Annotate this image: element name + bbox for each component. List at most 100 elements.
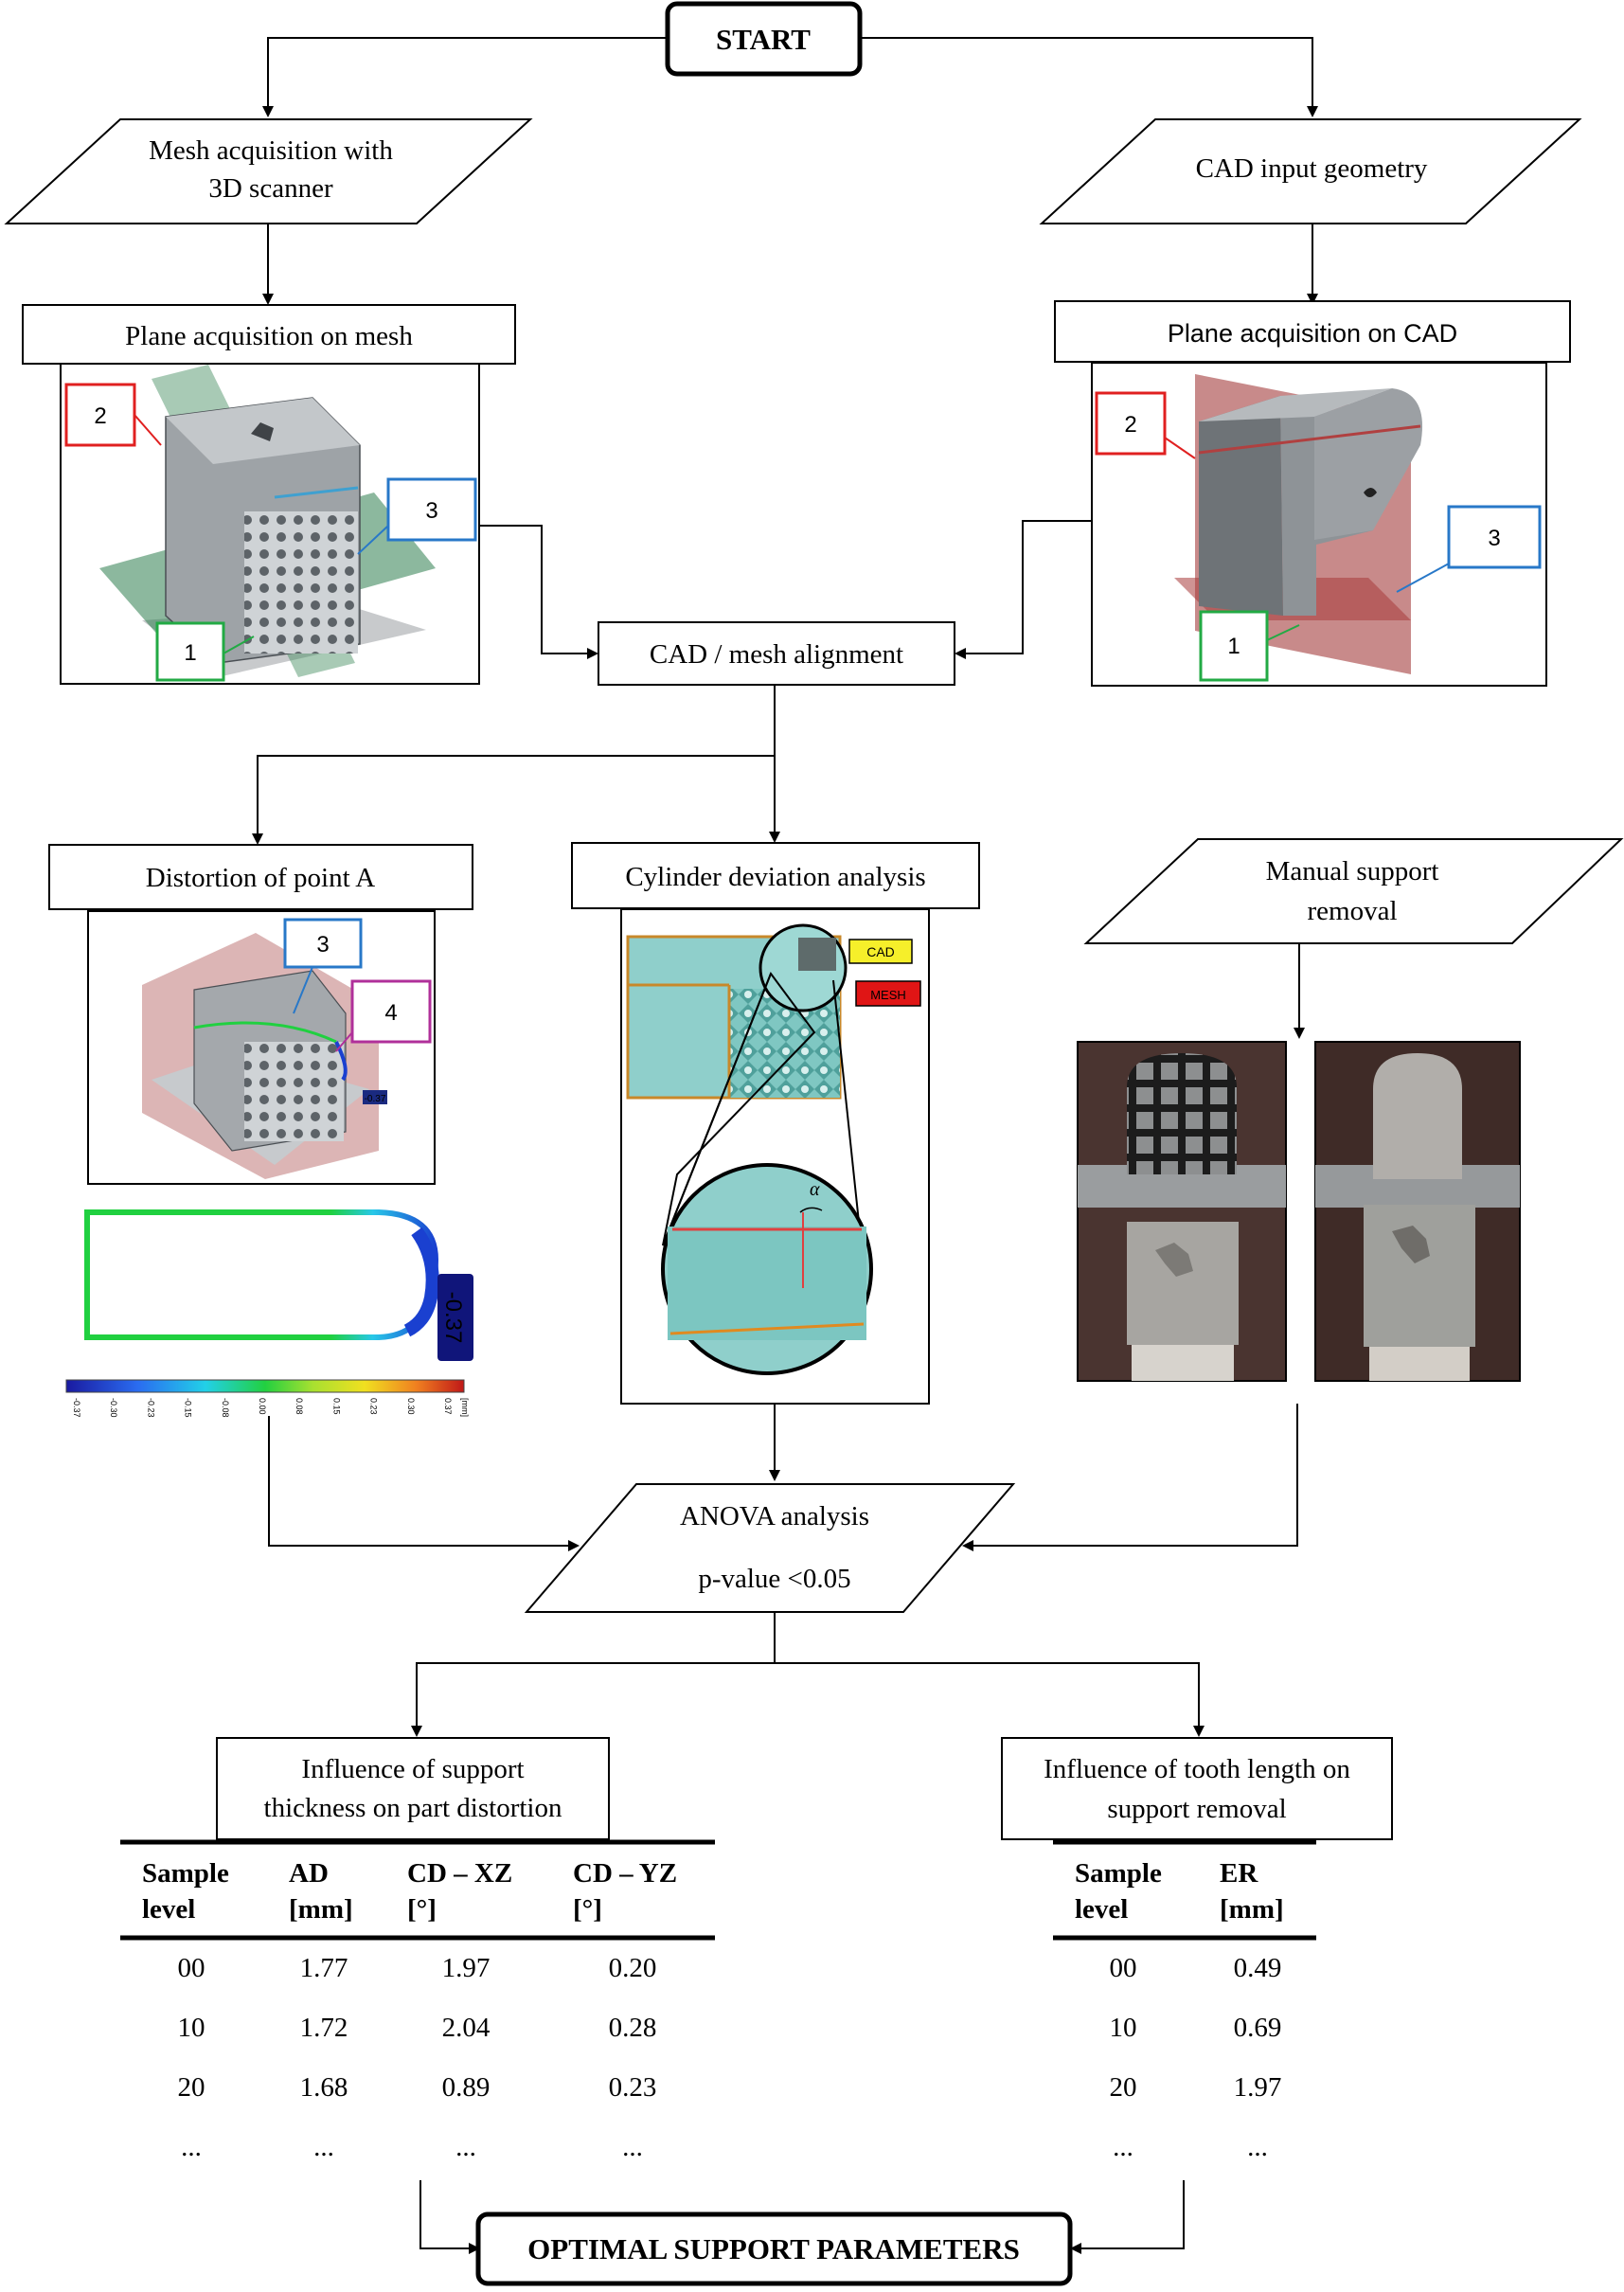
arrow-distortion-to-anova xyxy=(268,1416,580,1551)
anova-label-1: ANOVA analysis xyxy=(680,1501,869,1531)
table-cell: 0.49 xyxy=(1234,1953,1282,1983)
table-cell: ... xyxy=(1113,2132,1133,2162)
colorbar-tick-label: -0.37 xyxy=(72,1398,81,1418)
mesh-acquisition-input: Mesh acquisition with 3D scanner xyxy=(4,118,533,224)
table-header: level xyxy=(142,1894,195,1925)
table-cell: 2.04 xyxy=(442,2013,491,2043)
table-cell: 0.69 xyxy=(1234,2013,1282,2043)
table-cell: 0.28 xyxy=(609,2013,657,2043)
colorbar-tick-label: 0.00 xyxy=(258,1398,267,1415)
table-cell: 1.97 xyxy=(1234,2072,1282,2103)
mesh-plane-label-2: 2 xyxy=(94,403,106,429)
table-header: AD xyxy=(289,1858,329,1889)
distortion-step: Distortion of point A xyxy=(48,844,473,910)
distortion-plane-label-4: 4 xyxy=(384,1000,397,1026)
distortion-label: Distortion of point A xyxy=(146,863,376,893)
colorbar-tick-label: 0.37 xyxy=(443,1398,453,1415)
plane-acquisition-mesh-step: Plane acquisition on mesh xyxy=(22,304,516,365)
table-header: Sample xyxy=(1075,1858,1162,1889)
anova-label-2: p-value <0.05 xyxy=(698,1564,850,1594)
colorbar-tick-label: -0.30 xyxy=(109,1398,118,1418)
mesh-acquisition-label-2: 3D scanner xyxy=(208,173,333,204)
plane-mesh-label: Plane acquisition on mesh xyxy=(125,321,413,351)
manual-removal-input: Manual support removal xyxy=(1083,838,1624,944)
arrow-support-to-end xyxy=(419,2180,480,2254)
alignment-step: CAD / mesh alignment xyxy=(598,621,955,686)
table-header: level xyxy=(1075,1894,1128,1925)
table-cell: ... xyxy=(455,2132,476,2162)
cylinder-label: Cylinder deviation analysis xyxy=(625,862,925,892)
distortion-figure: -0.37 3 4 xyxy=(87,910,436,1185)
table-cell: 1.72 xyxy=(300,2013,348,2043)
colorbar-tick-label: -0.15 xyxy=(184,1398,193,1418)
mesh-plane-label-1: 1 xyxy=(184,640,196,666)
table-cell: ... xyxy=(622,2132,643,2162)
table-header: Sample xyxy=(142,1858,229,1889)
manual-removal-label-1: Manual support xyxy=(1266,856,1439,886)
tooth-influence-label-1: Influence of tooth length on xyxy=(1044,1754,1350,1784)
anova-step: ANOVA analysis p-value <0.05 xyxy=(524,1483,1016,1613)
table-cell: ... xyxy=(313,2132,334,2162)
table-cell: ... xyxy=(1247,2132,1268,2162)
arrow-mesh-to-alignment xyxy=(477,525,598,659)
cad-input-label: CAD input geometry xyxy=(1196,153,1428,184)
alpha-label: α xyxy=(810,1179,820,1200)
cylinder-figure: CAD MESH α xyxy=(620,908,930,1405)
end-node: OPTIMAL SUPPORT PARAMETERS xyxy=(475,2211,1073,2286)
support-influence-label-2: thickness on part distortion xyxy=(264,1793,562,1823)
plane-acquisition-cad-step: Plane acquisition on CAD xyxy=(1054,300,1571,363)
table-cell: 20 xyxy=(178,2072,205,2103)
table-cell: 20 xyxy=(1110,2072,1137,2103)
table-header: ER xyxy=(1220,1858,1258,1889)
table-header: [°] xyxy=(573,1894,602,1925)
cad-input: CAD input geometry xyxy=(1039,118,1582,224)
arrow-anova-to-support xyxy=(411,1612,776,1737)
distortion-plane-label-3: 3 xyxy=(316,932,329,958)
table-cell: 00 xyxy=(178,1953,205,1983)
table-cell: 0.20 xyxy=(609,1953,657,1983)
alignment-label: CAD / mesh alignment xyxy=(650,639,903,670)
photo-with-support xyxy=(1077,1041,1287,1382)
distortion-small-value: -0.37 xyxy=(365,1094,386,1104)
support-influence-label-1: Influence of support xyxy=(301,1754,524,1784)
cad-plane-label-2: 2 xyxy=(1124,412,1136,438)
table-header: CD – YZ xyxy=(573,1858,677,1889)
tooth-influence-label-2: support removal xyxy=(1107,1794,1286,1824)
plane-cad-label: Plane acquisition on CAD xyxy=(1168,319,1457,348)
colorbar-tick-label: 0.08 xyxy=(294,1398,304,1415)
cad-plane-figure: 2 3 1 xyxy=(1091,362,1547,687)
cad-tag: CAD xyxy=(866,944,895,959)
mesh-plane-figure: 2 3 1 xyxy=(60,363,480,685)
colorbar-tick-label: 0.15 xyxy=(331,1398,341,1415)
photo-without-support xyxy=(1314,1041,1521,1382)
colorbar-tick-label: -0.08 xyxy=(221,1398,230,1418)
arrow-anova-to-tooth xyxy=(775,1662,1205,1737)
cad-plane-label-3: 3 xyxy=(1488,526,1500,551)
colorbar-unit-label: [mm] xyxy=(460,1398,470,1417)
table-cell: ... xyxy=(181,2132,202,2162)
mesh-plane-label-3: 3 xyxy=(425,498,437,524)
start-node: START xyxy=(665,1,863,77)
mesh-acquisition-label-1: Mesh acquisition with xyxy=(149,135,393,166)
arrow-cad-to-alignment xyxy=(955,520,1091,659)
manual-removal-label-2: removal xyxy=(1307,896,1397,926)
cad-plane-label-1: 1 xyxy=(1227,634,1240,659)
table-header: CD – XZ xyxy=(407,1858,512,1889)
arrow-start-to-mesh xyxy=(262,37,668,117)
support-influence-step: Influence of support thickness on part d… xyxy=(216,1737,610,1840)
table-header: [mm] xyxy=(1220,1894,1284,1925)
table-header: [mm] xyxy=(289,1894,353,1925)
start-label: START xyxy=(716,23,811,56)
arrow-start-to-cad xyxy=(860,37,1318,117)
arrow-tooth-to-end xyxy=(1070,2180,1185,2254)
colorbar-tick-label: 0.30 xyxy=(406,1398,416,1415)
colorbar-tick-label: 0.23 xyxy=(369,1398,379,1415)
table-cell: 0.23 xyxy=(609,2072,657,2103)
table-cell: 0.89 xyxy=(442,2072,491,2103)
